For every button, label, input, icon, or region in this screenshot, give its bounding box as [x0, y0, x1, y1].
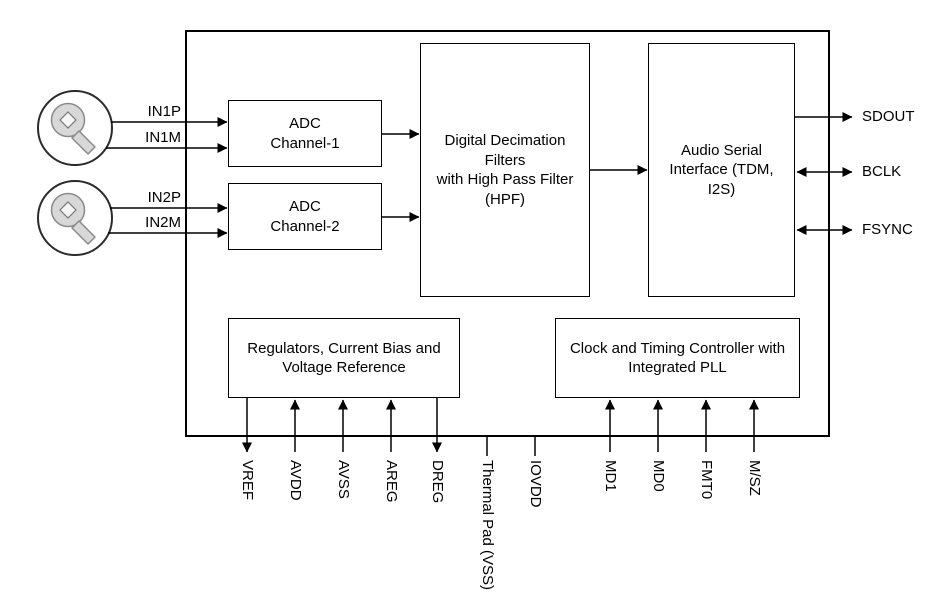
- pin-label-msz: M/SZ: [746, 460, 763, 496]
- pin-label-avdd: AVDD: [287, 460, 304, 501]
- pin-label-sdout: SDOUT: [862, 108, 915, 125]
- pin-label-fmt0: FMT0: [698, 460, 715, 500]
- pin-label-md1: MD1: [602, 460, 619, 492]
- pin-label-in1m: IN1M: [145, 129, 181, 146]
- pin-label-fsync: FSYNC: [862, 221, 913, 238]
- pin-label-in1p: IN1P: [147, 103, 181, 120]
- block-adc-channel-2: ADC Channel-2: [228, 183, 382, 250]
- pin-label-areg: AREG: [383, 460, 400, 503]
- block-regulators: Regulators, Current Bias and Voltage Ref…: [228, 318, 460, 398]
- pin-label-iovdd: IOVDD: [527, 460, 544, 508]
- block-audio-serial-interface: Audio Serial Interface (TDM, I2S): [648, 43, 795, 297]
- pin-label-bclk: BCLK: [862, 163, 902, 180]
- pin-label-dreg: DREG: [429, 460, 446, 504]
- block-decimation-filters: Digital Decimation Filters with High Pas…: [420, 43, 590, 297]
- block-clock-controller: Clock and Timing Controller with Integra…: [555, 318, 800, 398]
- block-adc-channel-1: ADC Channel-1: [228, 100, 382, 167]
- pin-label-in2p: IN2P: [147, 189, 181, 206]
- pin-label-md0: MD0: [650, 460, 667, 492]
- pin-label-vref: VREF: [239, 460, 256, 501]
- microphone-icon-2: [37, 180, 113, 256]
- pin-label-thermal-pad: Thermal Pad (VSS): [479, 460, 496, 591]
- chip-boundary: [185, 30, 830, 437]
- pin-label-in2m: IN2M: [145, 214, 181, 231]
- microphone-icon-1: [37, 90, 113, 166]
- pin-label-avss: AVSS: [335, 460, 352, 499]
